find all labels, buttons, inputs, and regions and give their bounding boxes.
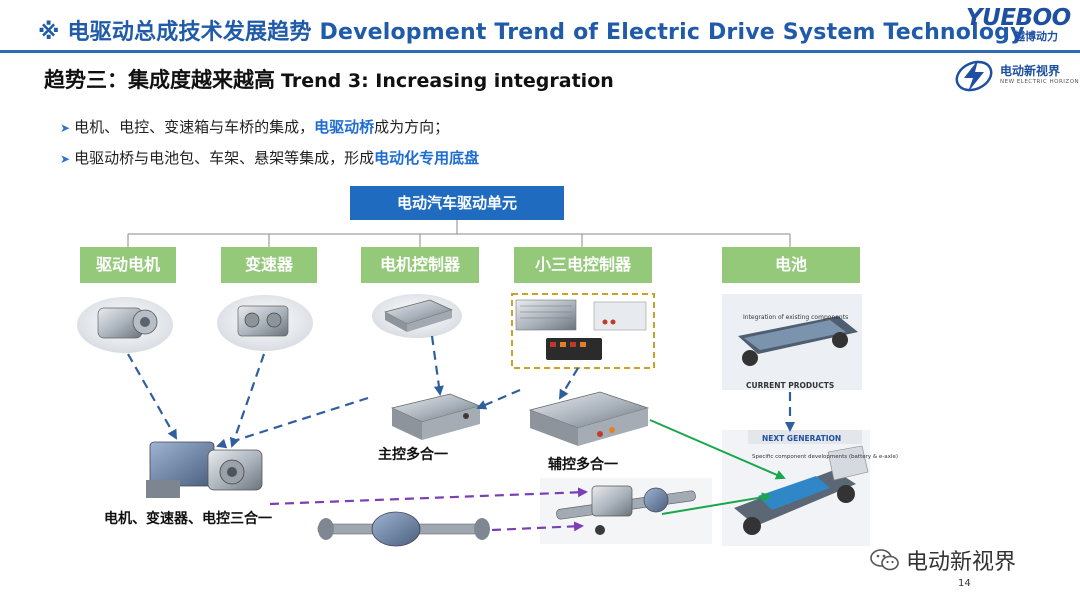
green-arrows: [649, 419, 786, 515]
integration-note: Integration of existing components: [743, 314, 848, 321]
brand-name-en: YUEBOO: [966, 5, 1071, 31]
subtitle-en: Trend 3: Increasing integration: [281, 70, 614, 92]
label-main-controller: 主控多合一: [378, 447, 448, 463]
brand-logo: YUEBOO 越博动力: [966, 5, 1071, 43]
dashed-blue-arrows: [127, 335, 795, 449]
media-logo: 电动新视界 NEW ELECTRIC HORIZON: [952, 58, 1080, 94]
e-axle-picture: [540, 478, 712, 544]
label-three-in-one: 电机、变速器、电控三合一: [104, 511, 272, 527]
pdu-picture: [546, 338, 602, 360]
obc-picture: [593, 301, 647, 331]
main-controller-picture: [390, 393, 482, 440]
header-rule: [0, 50, 1080, 53]
watermark: 电动新视界: [870, 544, 1016, 578]
bullet-arrow-icon: ➤: [60, 152, 71, 166]
watermark-text: 电动新视界: [906, 550, 1017, 575]
bullet-2: ➤电驱动桥与电池包、车架、悬架等集成，形成电动化专用底盘: [60, 147, 479, 168]
motor-picture: [77, 297, 173, 353]
bullet-2-highlight: 电动化专用底盘: [374, 149, 480, 167]
lightning-ring-icon: [955, 60, 993, 92]
next-generation-label: NEXT GENERATION: [762, 434, 841, 443]
dashed-purple-arrows: [269, 487, 588, 532]
brand-name-cn: 越博动力: [1014, 30, 1058, 43]
category-motor-controller: 电机控制器: [361, 247, 479, 283]
bullet-1-post: 成为方向；: [374, 118, 450, 136]
label-aux-controller: 辅控多合一: [548, 457, 618, 473]
gearbox-picture: [217, 295, 313, 351]
category-aux-controller: 小三电控制器: [514, 247, 652, 283]
next-gen-note: Specific component developments (battery…: [752, 454, 898, 460]
wechat-icon: [870, 548, 900, 578]
current-battery-chassis-picture: [722, 294, 862, 390]
center-node-drive-unit: 电动汽车驱动单元: [350, 186, 564, 220]
subtitle: 趋势三：集成度越来越高 Trend 3: Increasing integrati…: [44, 64, 614, 94]
aux-controller-group: [511, 293, 655, 369]
rear-axle-picture: [317, 511, 490, 547]
bullet-2-pre: 电驱动桥与电池包、车架、悬架等集成，形成: [74, 149, 375, 167]
media-logo-cn: 电动新视界: [1000, 64, 1061, 78]
dcdc-picture: [515, 299, 577, 331]
bullet-1: ➤电机、电控、变速箱与车桥的集成，电驱动桥成为方向；: [60, 116, 449, 137]
bullet-1-highlight: 电驱动桥: [314, 118, 375, 136]
bullet-1-pre: 电机、电控、变速箱与车桥的集成，: [74, 118, 315, 136]
motor-controller-picture: [372, 294, 462, 338]
subtitle-cn: 趋势三：集成度越来越高: [44, 68, 275, 92]
header-title: ※ 电驱动总成技术发展趋势 Development Trend of Elect…: [38, 20, 1025, 45]
page-number: 14: [958, 578, 971, 589]
category-transmission: 变速器: [221, 247, 317, 283]
aux-multi-controller-picture: [528, 391, 650, 446]
current-products-label: CURRENT PRODUCTS: [746, 381, 834, 390]
bullet-arrow-icon: ➤: [60, 121, 71, 135]
category-drive-motor: 驱动电机: [80, 247, 176, 283]
three-in-one-assembly-picture: [146, 441, 263, 498]
next-gen-chassis-picture: [722, 430, 870, 546]
category-battery: 电池: [722, 247, 860, 283]
tree-connectors: [127, 220, 791, 247]
media-logo-en: NEW ELECTRIC HORIZON: [1000, 79, 1080, 85]
